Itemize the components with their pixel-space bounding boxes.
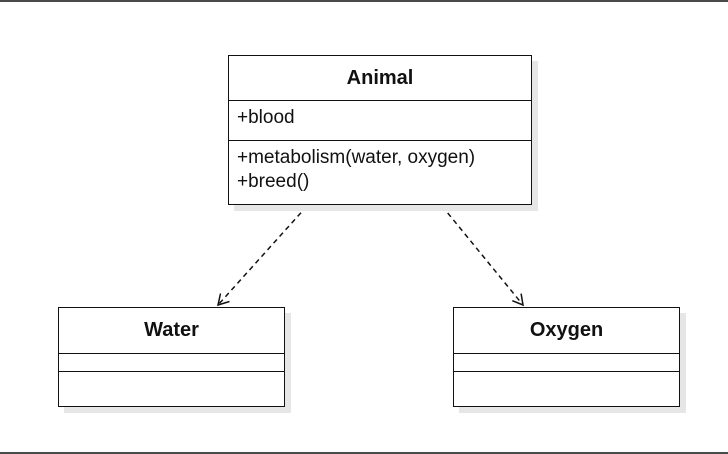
arrowhead-water xyxy=(216,293,230,307)
class-name: Water xyxy=(144,319,199,341)
attribute: +blood xyxy=(237,107,295,128)
operation: +breed() xyxy=(237,171,310,192)
attributes-section xyxy=(454,353,679,371)
class-name: Oxygen xyxy=(529,319,604,341)
arrowhead-oxygen xyxy=(512,293,524,307)
operation: +metabolism(water, oxygen) xyxy=(237,147,476,168)
dependency-line-oxygen xyxy=(441,205,524,306)
operations-section xyxy=(454,371,679,372)
dependency-line-water xyxy=(217,205,308,306)
class-oxygen[interactable]: Oxygen xyxy=(453,307,680,407)
attributes-section: +blood xyxy=(229,100,531,140)
class-name: Animal xyxy=(346,67,414,89)
operations-section: +metabolism(water, oxygen) +breed() xyxy=(229,140,531,194)
class-water[interactable]: Water xyxy=(58,307,285,407)
attributes-section xyxy=(59,353,284,371)
class-animal[interactable]: Animal +blood +metabolism(water, oxygen)… xyxy=(228,55,532,205)
operations-section xyxy=(59,371,284,372)
